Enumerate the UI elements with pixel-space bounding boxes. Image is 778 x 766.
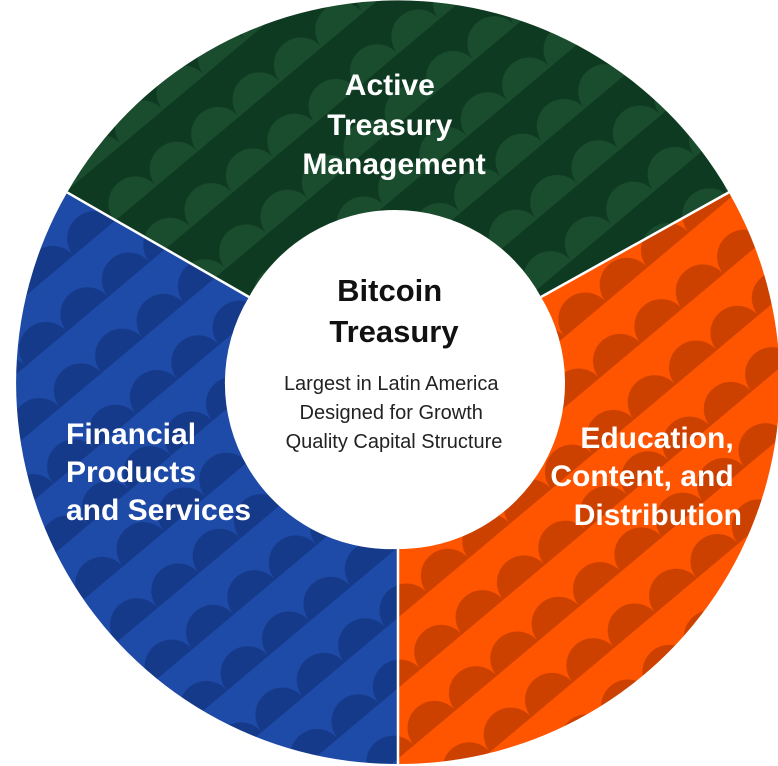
segment-label-financial-products: Financial Products and Services bbox=[66, 418, 251, 527]
segment-active-treasury bbox=[67, 0, 729, 298]
subtitle-line: Quality Capital Structure bbox=[286, 431, 503, 453]
subtitle-line: Designed for Growth bbox=[300, 402, 483, 424]
label-line: Treasury bbox=[327, 109, 452, 142]
label-line: Education, bbox=[580, 422, 733, 455]
label-line: Products bbox=[66, 456, 196, 489]
label-line: Management bbox=[302, 148, 485, 181]
label-line: Content, and bbox=[550, 460, 733, 493]
center-title: Bitcoin Treasury bbox=[329, 273, 459, 349]
title-line: Bitcoin bbox=[337, 273, 442, 308]
center-subtitle: Largest in Latin America Designed for Gr… bbox=[284, 373, 504, 453]
segment-financial-products bbox=[16, 192, 398, 765]
title-line: Treasury bbox=[329, 314, 459, 349]
segment-education bbox=[398, 192, 778, 765]
divider-line bbox=[540, 191, 730, 299]
divider-line bbox=[66, 191, 250, 299]
label-line: and Services bbox=[66, 494, 251, 527]
center-circle bbox=[230, 217, 562, 549]
segment-label-education: Education, Content, and Distribution bbox=[550, 422, 742, 532]
subtitle-line: Largest in Latin America bbox=[284, 373, 499, 395]
label-line: Active bbox=[345, 69, 435, 102]
label-line: Financial bbox=[66, 418, 196, 451]
segment-label-active-treasury: Active Treasury Management bbox=[302, 69, 485, 181]
label-line: Distribution bbox=[574, 499, 742, 532]
